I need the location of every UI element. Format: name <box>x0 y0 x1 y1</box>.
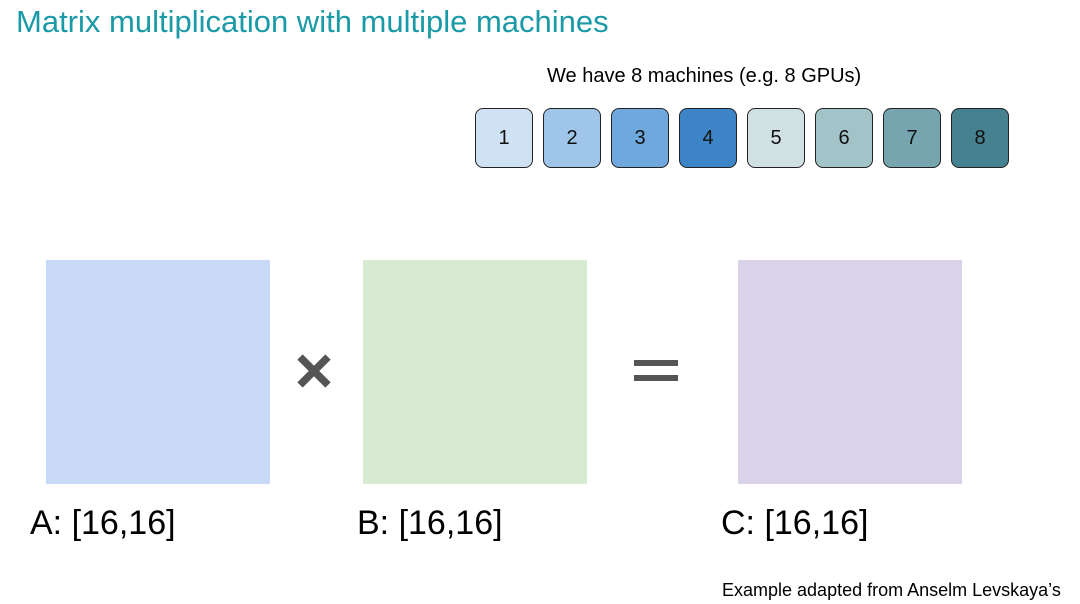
machines-caption: We have 8 machines (e.g. 8 GPUs) <box>547 65 862 87</box>
matrix-b-label: B: [16,16] <box>357 504 503 542</box>
machine-row: 1 2 3 4 5 6 7 8 <box>475 108 1019 168</box>
machine-box-8: 8 <box>951 108 1009 168</box>
machine-box-5: 5 <box>747 108 805 168</box>
matrix-a <box>46 260 270 484</box>
matrix-b <box>363 260 587 484</box>
page-title: Matrix multiplication with multiple mach… <box>16 4 609 39</box>
equals-icon <box>634 360 678 387</box>
machine-box-4: 4 <box>679 108 737 168</box>
matrix-c-label: C: [16,16] <box>721 504 869 542</box>
machine-box-1: 1 <box>475 108 533 168</box>
machine-box-3: 3 <box>611 108 669 168</box>
machine-box-2: 2 <box>543 108 601 168</box>
machine-box-7: 7 <box>883 108 941 168</box>
machine-box-6: 6 <box>815 108 873 168</box>
credit-text: Example adapted from Anselm Levskaya’s <box>722 580 1061 600</box>
multiply-icon <box>295 352 333 395</box>
matrix-a-label: A: [16,16] <box>30 504 176 542</box>
matrix-c <box>738 260 962 484</box>
